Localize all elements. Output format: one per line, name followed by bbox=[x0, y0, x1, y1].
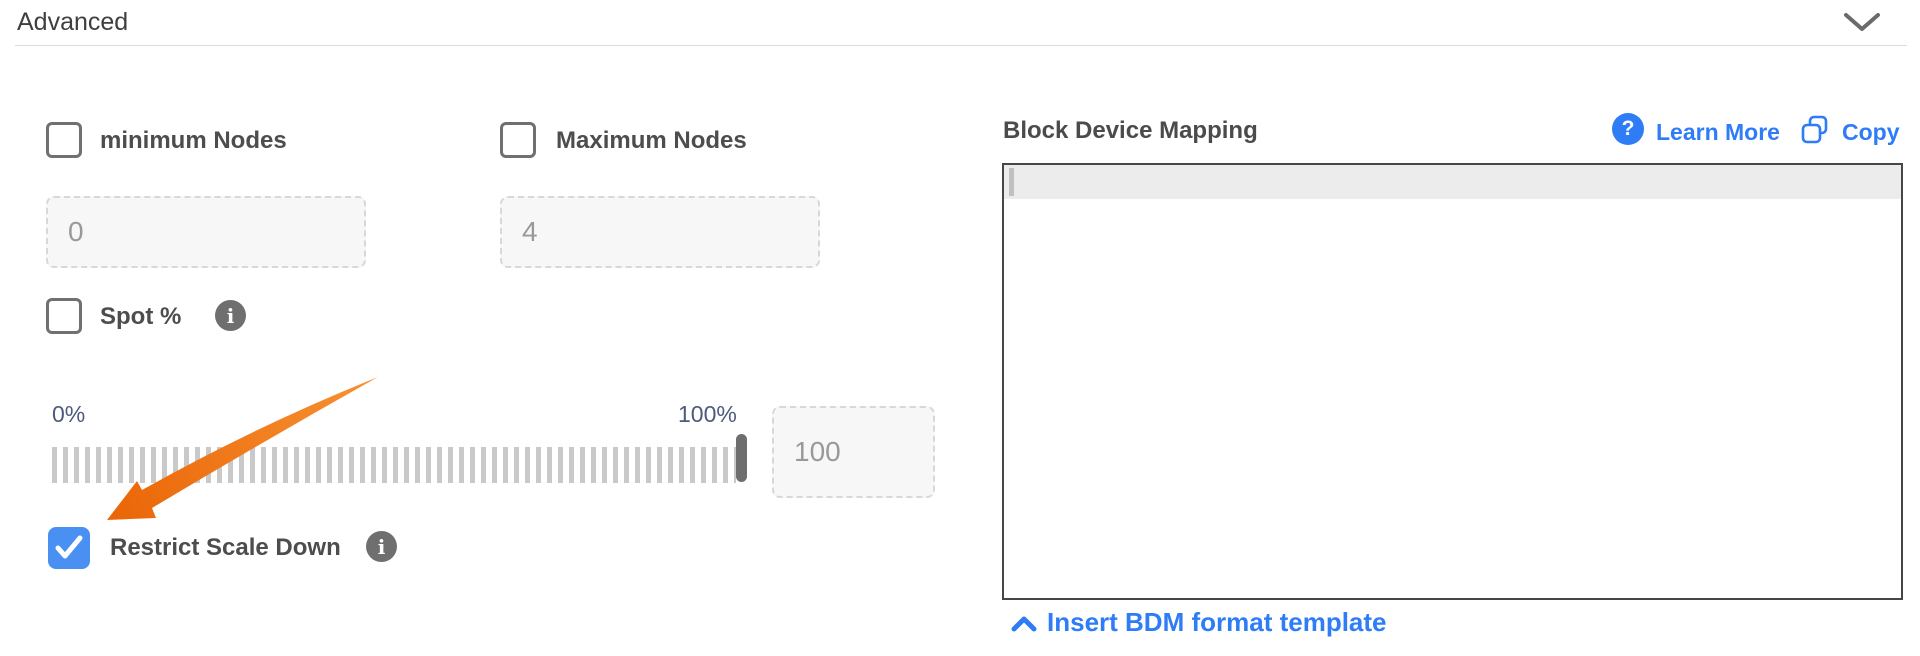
learn-more-link[interactable]: Learn More bbox=[1656, 119, 1780, 145]
copy-icon[interactable] bbox=[1800, 114, 1830, 146]
editor-cursor bbox=[1009, 168, 1014, 196]
minimum-nodes-checkbox[interactable] bbox=[46, 122, 82, 158]
help-question-icon[interactable]: ? bbox=[1612, 113, 1644, 145]
editor-active-line bbox=[1004, 165, 1901, 199]
maximum-nodes-input[interactable] bbox=[500, 196, 820, 268]
bdm-editor[interactable] bbox=[1002, 163, 1903, 600]
spot-percent-checkbox[interactable] bbox=[46, 298, 82, 334]
checkmark-icon bbox=[55, 535, 83, 559]
slider-max-label: 100% bbox=[678, 401, 737, 427]
info-glyph: i bbox=[226, 303, 235, 328]
restrict-scale-down-label: Restrict Scale Down bbox=[110, 534, 341, 561]
slider-handle[interactable] bbox=[736, 434, 747, 482]
info-icon[interactable]: i bbox=[366, 531, 397, 562]
section-title: Advanced bbox=[17, 8, 129, 36]
maximum-nodes-checkbox[interactable] bbox=[500, 122, 536, 158]
slider-min-label: 0% bbox=[52, 401, 86, 427]
question-glyph: ? bbox=[1621, 117, 1635, 140]
bdm-panel-title: Block Device Mapping bbox=[1003, 117, 1258, 144]
copy-link[interactable]: Copy bbox=[1842, 119, 1900, 145]
restrict-scale-down-checkbox[interactable] bbox=[48, 527, 90, 569]
section-divider bbox=[15, 45, 1907, 46]
spot-percent-label: Spot % bbox=[100, 303, 182, 330]
spot-percent-slider-track[interactable] bbox=[52, 447, 736, 483]
spot-percent-value-input[interactable] bbox=[772, 406, 935, 498]
maximum-nodes-label: Maximum Nodes bbox=[556, 127, 747, 154]
info-glyph: i bbox=[377, 534, 386, 559]
info-icon[interactable]: i bbox=[215, 300, 246, 331]
minimum-nodes-label: minimum Nodes bbox=[100, 127, 287, 154]
chevron-down-icon[interactable] bbox=[1842, 10, 1882, 36]
insert-bdm-template-link[interactable]: Insert BDM format template bbox=[1047, 607, 1387, 637]
minimum-nodes-input[interactable] bbox=[46, 196, 366, 268]
chevron-up-icon[interactable] bbox=[1010, 615, 1038, 633]
